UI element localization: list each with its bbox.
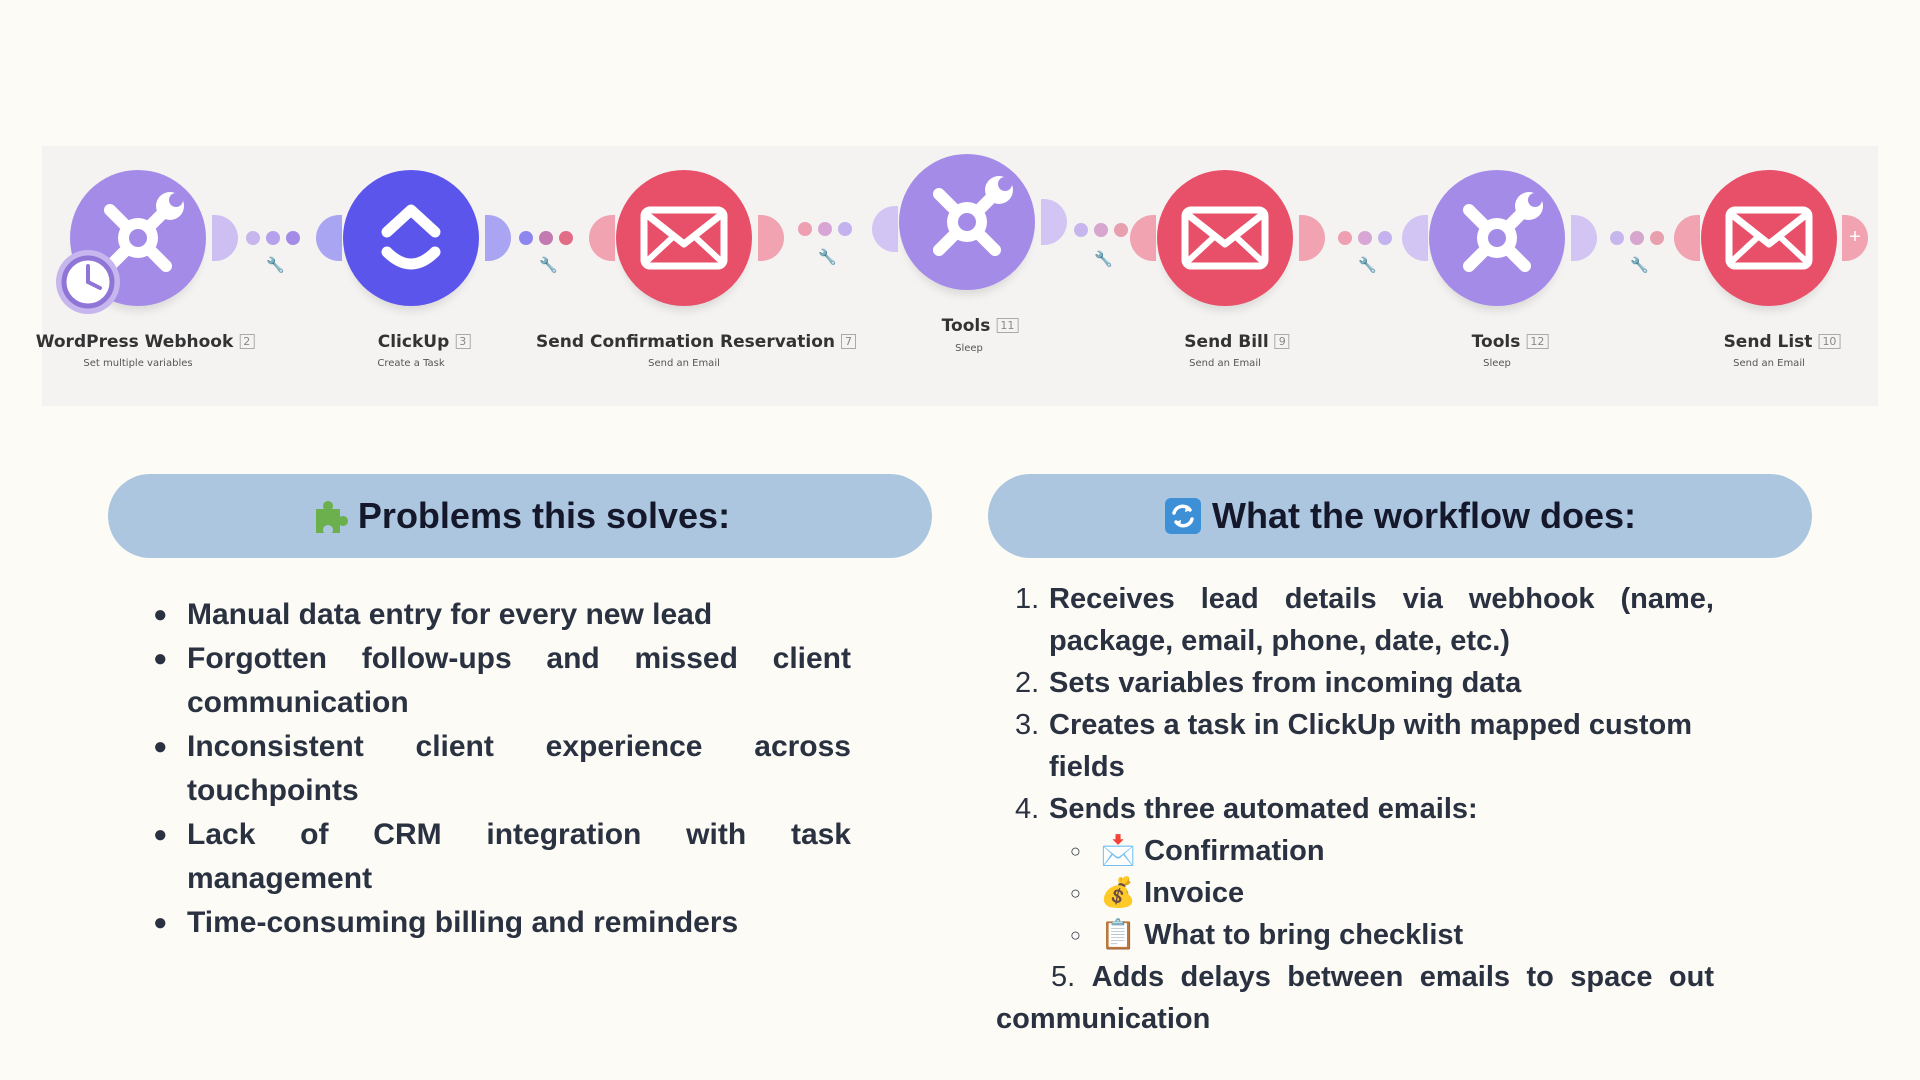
connector-handle[interactable]: [1041, 199, 1067, 245]
node-send-list[interactable]: [1701, 170, 1837, 306]
envelope-icon: [640, 206, 728, 270]
connector-dot: [838, 222, 852, 236]
connector-dot: [286, 231, 300, 245]
node-subtitle: Set multiple variables: [83, 358, 193, 369]
list-item: ●Lack of CRM integration with task manag…: [153, 818, 851, 895]
wrench-icon[interactable]: 🔧: [266, 257, 285, 274]
workflow-heading-pill: What the workflow does:: [988, 474, 1812, 558]
node-subtitle: Create a Task: [377, 358, 445, 369]
connector-handle[interactable]: [485, 215, 511, 261]
node-subtitle: Send an Email: [1189, 358, 1261, 369]
list-item: 1.Receives lead details via webhook (nam…: [1015, 583, 1714, 657]
wrench-icon[interactable]: 🔧: [1358, 257, 1377, 274]
list-item: ●Time-consuming billing and reminders: [153, 906, 739, 939]
connector-handle[interactable]: [316, 215, 342, 261]
connector-dot: [1630, 231, 1644, 245]
node-subtitle: Send an Email: [1733, 358, 1805, 369]
connector-dot: [519, 231, 533, 245]
tools-icon: [933, 176, 1013, 256]
problems-heading: Problems this solves:: [357, 495, 731, 536]
problems-heading-pill: Problems this solves:: [108, 474, 932, 558]
workflow-heading: What the workflow does:: [1211, 495, 1636, 536]
list-item-email: ○ 💰 Invoice: [1070, 877, 1245, 909]
connector-dot: [266, 231, 280, 245]
connector-handle[interactable]: [1674, 215, 1700, 261]
connector-dot: [1074, 223, 1088, 237]
node-subtitle: Send an Email: [648, 358, 720, 369]
list-item: ●Manual data entry for every new lead: [153, 598, 713, 631]
connector-dot: [1358, 231, 1372, 245]
workflow-diagram: 🔧 🔧 🔧: [36, 146, 1878, 406]
node-clickup[interactable]: [343, 170, 479, 306]
node-subtitle: Sleep: [1483, 358, 1511, 369]
puzzle-piece-icon: [310, 497, 348, 535]
list-item: 5. Adds delays between emails to space o…: [996, 961, 1714, 1035]
node-tools-sleep-1[interactable]: [899, 154, 1035, 290]
connector-dot: [1378, 231, 1392, 245]
connector-dot: [1114, 223, 1128, 237]
connector-handle[interactable]: [212, 215, 238, 261]
incoming-envelope-icon: 📩: [1100, 835, 1137, 867]
connector-dot: [246, 231, 260, 245]
connector-dot: [1338, 231, 1352, 245]
list-item: 3.Creates a task in ClickUp with mapped …: [1015, 709, 1693, 783]
connector-dot: [1610, 231, 1624, 245]
connector-handle[interactable]: [758, 215, 784, 261]
node-send-bill[interactable]: [1157, 170, 1293, 306]
wrench-icon[interactable]: 🔧: [818, 249, 837, 266]
envelope-icon: [1725, 206, 1813, 270]
connector-dot: [818, 222, 832, 236]
list-item-email: ○ 📋 What to bring checklist: [1070, 919, 1464, 951]
node-tools-sleep-2[interactable]: [1429, 170, 1565, 306]
repeat-arrows-icon: [1164, 497, 1202, 535]
tools-icon: [104, 192, 184, 272]
clickup-icon: [381, 204, 441, 270]
connector-handle[interactable]: [589, 215, 615, 261]
connector-handle[interactable]: [1571, 215, 1597, 261]
connector-dot: [1650, 231, 1664, 245]
node-subtitle: Sleep: [955, 343, 983, 354]
list-item-email: ○ 📩 Confirmation: [1070, 835, 1325, 867]
connector-dot: [559, 231, 573, 245]
connector-handle[interactable]: [1299, 215, 1325, 261]
wrench-icon[interactable]: 🔧: [1630, 257, 1649, 274]
connector-handle[interactable]: [1130, 215, 1156, 261]
connector-handle[interactable]: [1402, 215, 1428, 261]
connector-handle[interactable]: [872, 206, 898, 252]
clipboard-icon: 📋: [1100, 919, 1137, 951]
list-item: ●Inconsistent client experience across t…: [153, 730, 851, 807]
clock-badge-icon: [56, 250, 120, 314]
envelope-icon: [1181, 206, 1269, 270]
list-item: 4.Sends three automated emails:: [1015, 793, 1478, 825]
list-item: 2.Sets variables from incoming data: [1015, 667, 1522, 699]
connector-dot: [539, 231, 553, 245]
wrench-icon[interactable]: 🔧: [539, 257, 558, 274]
money-bag-icon: 💰: [1100, 877, 1137, 909]
connector-dot: [1094, 223, 1108, 237]
node-send-confirmation[interactable]: [616, 170, 752, 306]
connector-dot: [798, 222, 812, 236]
tools-icon: [1463, 192, 1543, 272]
add-module-handle[interactable]: +: [1842, 215, 1868, 261]
wrench-icon[interactable]: 🔧: [1094, 251, 1113, 268]
list-item: ●Forgotten follow-ups and missed client …: [153, 642, 851, 719]
